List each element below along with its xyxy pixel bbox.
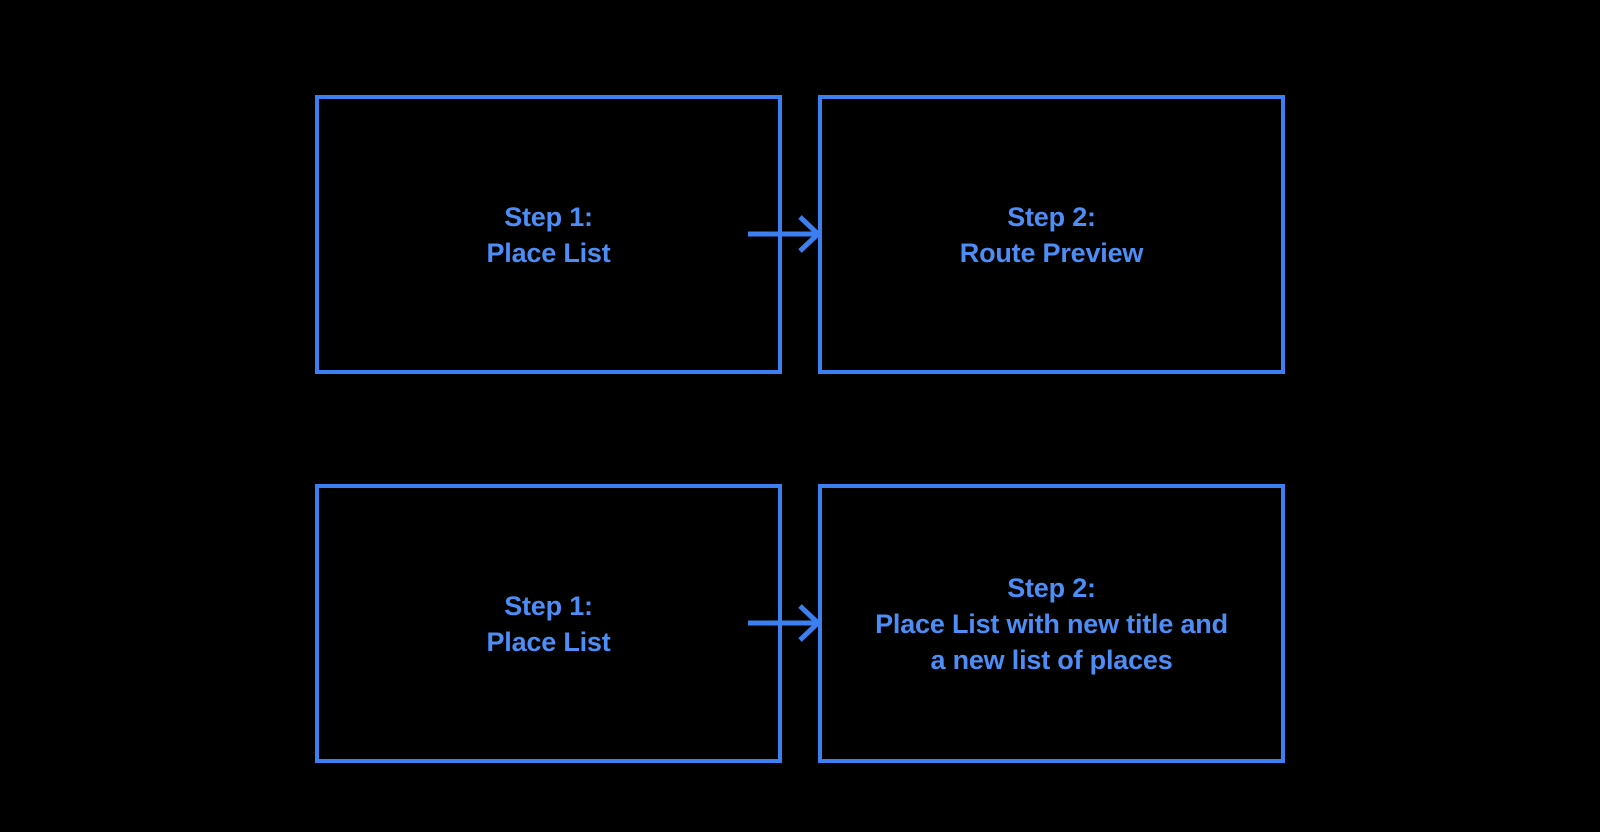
step-box-row2-step1[interactable]: Step 1: Place List — [315, 484, 782, 763]
step-box-label: Step 1: Place List — [486, 201, 611, 268]
flow-row-1: Step 1: Place List Step 2: Route Preview — [0, 95, 1600, 375]
step-box-row2-step2[interactable]: Step 2: Place List with new title and a … — [818, 484, 1285, 763]
step-box-row1-step1[interactable]: Step 1: Place List — [315, 95, 782, 374]
step-box-row1-step2[interactable]: Step 2: Route Preview — [818, 95, 1285, 374]
step-box-label: Step 2: Route Preview — [959, 201, 1144, 268]
step-box-label: Step 1: Place List — [486, 590, 611, 657]
flow-row-2: Step 1: Place List Step 2: Place List wi… — [0, 484, 1600, 764]
step-box-label: Step 2: Place List with new title and a … — [875, 572, 1228, 675]
